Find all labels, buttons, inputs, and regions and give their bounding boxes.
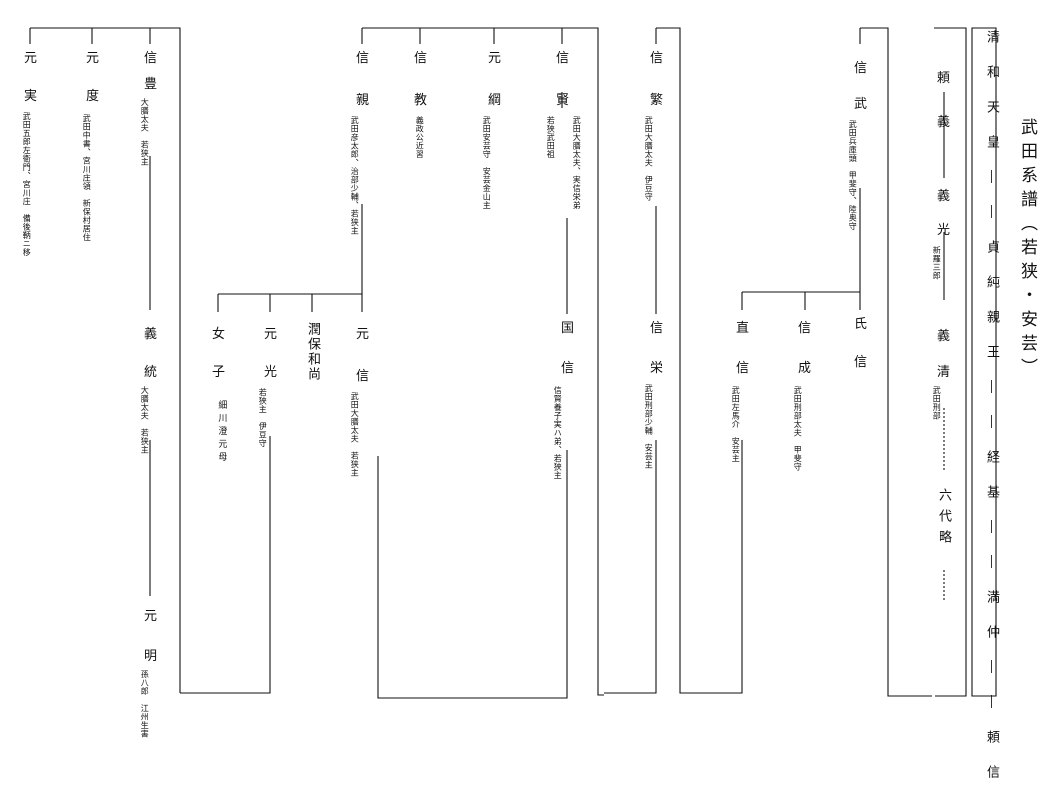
- mototsuna-name-2: 綱: [488, 93, 502, 108]
- nobunari-name-1: 信: [798, 321, 812, 336]
- yoriyoshi-name-2: 義: [937, 115, 951, 130]
- kuninobu-name-2: 信: [561, 361, 575, 376]
- nobutoyo-note: 大膳太夫 若狭主: [140, 98, 150, 166]
- nobutaka-note: 義政公近習: [415, 116, 425, 159]
- nobutake-name-1: 信: [854, 61, 868, 76]
- joshi-name-1: 女: [212, 327, 226, 342]
- nobukata-name-2: 賢: [556, 93, 570, 108]
- nobuchika-name-1: 信: [356, 51, 370, 66]
- nobukata-founder-note: 若狭武田祖: [546, 116, 556, 159]
- motozane-note: 武田五郎左衛門、宮川庄 備後鞆ニ移: [22, 112, 32, 257]
- nobuhide-note: 武田刑部少輔 安芸主: [644, 384, 654, 469]
- motoaki-name-2: 明: [144, 649, 158, 664]
- motonori-name-1: 元: [86, 51, 100, 66]
- yoshizumi-name-1: 義: [144, 327, 158, 342]
- yoshimitsu-note: 新羅三郎: [932, 246, 942, 280]
- nobuchika-name-2: 親: [356, 93, 370, 108]
- nobutoyo-name-2: 豊: [144, 77, 158, 92]
- yoshimitsu-name-2: 光: [937, 223, 951, 238]
- joshi-name-2: 子: [212, 365, 226, 380]
- nobutoyo-name-1: 信: [144, 51, 158, 66]
- nobushige-note: 武田大膳太夫 伊豆守: [644, 116, 654, 201]
- nobutake-note: 武田兵庫頭 甲斐守、陸奥守: [848, 120, 858, 231]
- nobutaka-name-2: 教: [414, 93, 428, 108]
- kuninobu-name-1: 国: [561, 321, 575, 336]
- omission-note: 六代略: [936, 488, 951, 551]
- motonori-note: 武田中書、宮川庄領 新保村居住: [82, 114, 92, 242]
- yoshikiyo-name-1: 義: [937, 329, 951, 344]
- naonobu-name-2: 信: [736, 361, 750, 376]
- nobuhide-name-1: 信: [650, 321, 664, 336]
- joshi-note: 細川澄元母: [216, 400, 227, 465]
- motozane-name-1: 元: [24, 51, 38, 66]
- genealogy-lines: [29, 27, 997, 699]
- mototsuna-note: 武田安芸守 安芸金山主: [482, 116, 492, 210]
- yoshimitsu-name-1: 義: [937, 189, 951, 204]
- yoshizumi-name-2: 統: [144, 365, 158, 380]
- naonobu-name-1: 直: [736, 321, 750, 336]
- nobutaka-name-1: 信: [414, 51, 428, 66]
- ujinobu-name-2: 信: [854, 355, 868, 370]
- motomitsu-note: 若狭主 伊豆守: [258, 388, 268, 448]
- nobunari-name-2: 成: [798, 361, 812, 376]
- ujinobu-name-1: 氏: [854, 317, 868, 332]
- motomitsu-name-1: 元: [264, 327, 278, 342]
- nobushige-name-1: 信: [650, 51, 664, 66]
- kuninobu-note: 信賢養子実ハ弟、若狭主: [553, 386, 563, 480]
- yoshizumi-note: 大膳太夫 若狭主: [140, 386, 150, 454]
- junpo-name: 潤保和尚: [305, 322, 320, 382]
- nobukata-note: 武田大膳太夫、実信栄弟: [572, 116, 582, 210]
- motonobu-name-1: 元: [356, 327, 370, 342]
- motomitsu-name-2: 光: [264, 365, 278, 380]
- nobuchika-note: 武田彦太郎、治部少輔、若狭主: [350, 116, 360, 235]
- ancestor-line: 清和天皇――貞純親王――経基――満仲――頼信: [984, 30, 999, 800]
- motonobu-note: 武田大膳太夫 若狭主: [350, 392, 360, 477]
- motozane-name-2: 実: [24, 89, 38, 104]
- motoaki-note: 孫八郎 江州生害: [140, 670, 150, 738]
- nobukata-name-1: 信: [556, 51, 570, 66]
- nobuhide-name-2: 栄: [650, 361, 664, 376]
- motonori-name-2: 度: [86, 89, 100, 104]
- naonobu-note: 武田左馬介 安芸主: [731, 386, 741, 463]
- yoshikiyo-name-2: 清: [937, 365, 951, 380]
- nobushige-name-2: 繁: [650, 93, 664, 108]
- nobutake-name-2: 武: [854, 97, 868, 112]
- mototsuna-name-1: 元: [488, 51, 502, 66]
- yoriyoshi-name-1: 頼: [937, 71, 951, 86]
- page-title: 武田系譜（若狭・安芸）: [1017, 118, 1037, 382]
- motonobu-name-2: 信: [356, 369, 370, 384]
- nobunari-note: 武田刑部太夫 甲斐守: [793, 386, 803, 471]
- yoshikiyo-note: 武田刑部: [932, 386, 942, 420]
- motoaki-name-1: 元: [144, 609, 158, 624]
